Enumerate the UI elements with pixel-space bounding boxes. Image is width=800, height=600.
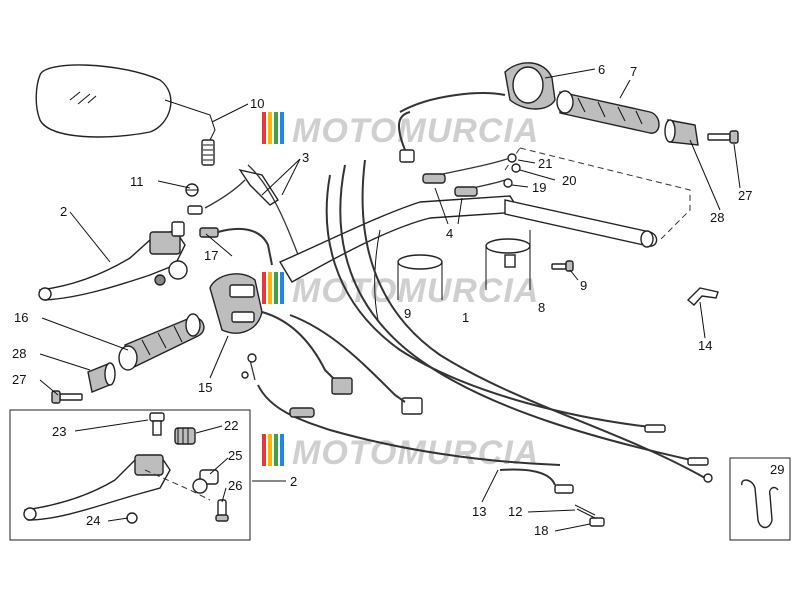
callout-7: 7: [630, 64, 637, 79]
callout-20: 20: [562, 173, 576, 188]
screw-right: [707, 130, 739, 144]
callout-15: 15: [198, 380, 212, 395]
callout-4: 4: [446, 226, 453, 241]
callout-28-left: 28: [12, 346, 26, 361]
watermark-stripe: [268, 434, 272, 466]
right-handlebar-tube: [504, 147, 691, 248]
left-switch-housing: [209, 273, 263, 334]
callout-27-left: 27: [12, 372, 26, 387]
watermark-text: MOTOMURCIA: [292, 112, 539, 150]
switch-wiring: [261, 311, 423, 415]
callout-6: 6: [598, 62, 605, 77]
watermark-bottom: MOTOMURCIA: [262, 434, 539, 472]
left-grip: [118, 313, 205, 371]
callout-28-right: 28: [710, 210, 724, 225]
leader-lines: [39, 68, 741, 532]
callout-13: 13: [472, 504, 486, 519]
watermark-text: MOTOMURCIA: [292, 434, 539, 472]
callout-14: 14: [698, 338, 712, 353]
callout-16: 16: [14, 310, 28, 325]
watermark-stripe: [262, 272, 266, 304]
throttle-housing: [504, 62, 556, 110]
callout-23: 23: [52, 424, 66, 439]
clip-14: [686, 287, 719, 306]
callout-21: 21: [538, 156, 552, 171]
callout-19: 19: [532, 180, 546, 195]
callout-12: 12: [508, 504, 522, 519]
watermark-stripe: [262, 434, 266, 466]
item-29-box: [729, 457, 791, 541]
callout-25: 25: [228, 448, 242, 463]
callout-2: 2: [60, 204, 67, 219]
callout-24: 24: [86, 513, 100, 528]
watermark-stripe: [274, 434, 278, 466]
callout-labels: 6 7 10 3 11 2 21 20 19 27 28 4 17 9 9 1 …: [12, 62, 784, 538]
sensor-cable-3: [204, 164, 301, 261]
clamp-left: [397, 254, 443, 300]
mirror: [35, 64, 216, 166]
watermark-stripe: [280, 272, 284, 304]
watermark-text: MOTOMURCIA: [292, 272, 539, 310]
watermark-stripe: [280, 434, 284, 466]
callout-9-screw: 9: [580, 278, 587, 293]
small-screw-9: [551, 260, 574, 272]
callout-8: 8: [538, 300, 545, 315]
callout-3: 3: [302, 150, 309, 165]
callout-18: 18: [534, 523, 548, 538]
right-grip: [556, 90, 660, 134]
watermark-stripe: [268, 272, 272, 304]
callout-11: 11: [130, 174, 144, 189]
watermark-top: MOTOMURCIA: [262, 112, 539, 150]
long-cables: [241, 159, 713, 483]
inset-box: [9, 409, 251, 541]
throttle-cables-top: [398, 92, 521, 197]
watermark-stripe: [268, 112, 272, 144]
callout-22: 22: [224, 418, 238, 433]
clutch-lever-assembly: [38, 183, 203, 301]
bar-end-weight-left: [87, 362, 116, 393]
callout-29: 29: [770, 462, 784, 477]
callout-17: 17: [204, 248, 218, 263]
callout-27-right: 27: [738, 188, 752, 203]
watermark-stripe: [262, 112, 266, 144]
bar-end-weight-right: [664, 119, 699, 146]
clutch-cable-12: [499, 468, 605, 527]
callout-1: 1: [462, 310, 469, 325]
watermark-stripe: [274, 272, 278, 304]
callout-26: 26: [228, 478, 242, 493]
watermark-stripe: [280, 112, 284, 144]
clamp-right: [485, 238, 531, 290]
watermark-stripe: [274, 112, 278, 144]
callout-10: 10: [250, 96, 264, 111]
callout-2-inset: 2: [290, 474, 297, 489]
screw-left: [51, 390, 83, 404]
watermark-middle: MOTOMURCIA: [262, 272, 539, 310]
callout-9-clamp: 9: [404, 306, 411, 321]
